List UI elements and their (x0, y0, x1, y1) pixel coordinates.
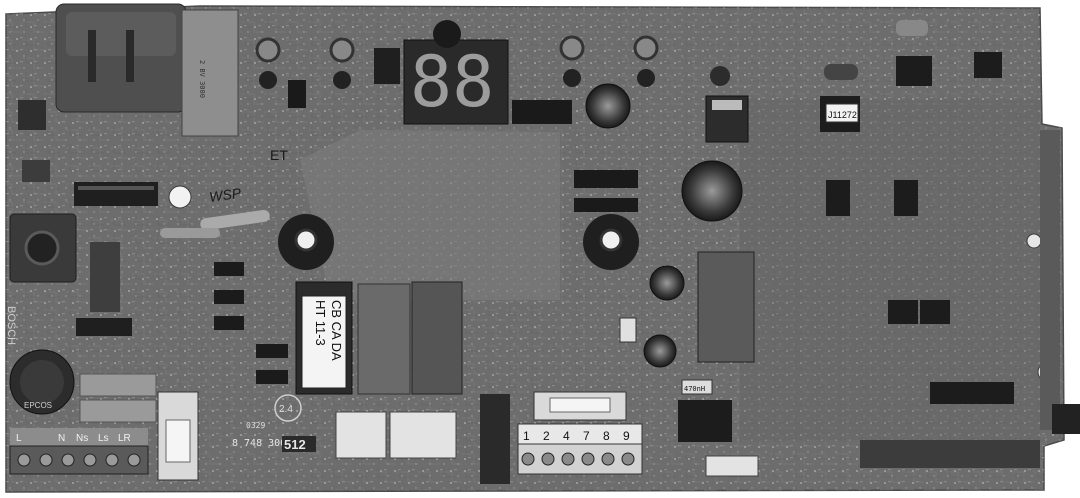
chip-sticker: J11272 (820, 96, 860, 132)
chip-label: J11272 (828, 110, 857, 120)
seven-segment-display: 88 (403, 39, 509, 125)
white-connectors (335, 394, 759, 484)
part-number: 8 748 300 (232, 438, 286, 449)
date-code: 0329 (246, 421, 265, 430)
mains-label-2: Ns (76, 433, 88, 444)
rev-marker: 2.4 (279, 404, 293, 415)
fuse-holder-right (533, 391, 627, 421)
epcos-label: EPCOS (24, 401, 52, 410)
regulator (705, 95, 749, 143)
potentiometers (278, 214, 639, 270)
sticker-line1: HT 11-3 (313, 300, 328, 346)
ics: 470nH (619, 20, 1014, 404)
num-label-4: 8 (603, 429, 610, 443)
mains-label-1: N (58, 433, 65, 444)
silkscreen-bosch: BOSCH (5, 306, 17, 345)
epcos-inductor: EPCOS (9, 349, 75, 415)
num-label-2: 4 (563, 429, 570, 443)
mains-label-0: L (16, 433, 22, 444)
mains-terminal-block: L N Ns Ls LR (9, 428, 149, 475)
fuse-holder-left (157, 391, 199, 481)
silkscreen-wsp: WSP (208, 185, 242, 205)
pin-headers (512, 100, 638, 212)
display-digits: 88 (410, 41, 494, 123)
resistor-code: 470nH (684, 385, 705, 393)
transformer: 2 BV 3000 (55, 3, 239, 137)
left-relays (79, 373, 157, 423)
svg-text:2 BV 3000: 2 BV 3000 (198, 60, 206, 98)
num-label-1: 2 (543, 429, 550, 443)
num-label-3: 7 (583, 429, 590, 443)
mains-label-4: LR (118, 433, 131, 444)
num-label-0: 1 (523, 429, 530, 443)
capacitors (585, 66, 743, 368)
left-components (9, 100, 288, 384)
numbered-terminal-block: 1 2 4 7 8 9 (517, 423, 643, 475)
edge-connector (860, 130, 1080, 468)
mains-label-3: Ls (98, 433, 109, 444)
silkscreen-et: ET (270, 147, 288, 163)
top-leds (255, 20, 659, 108)
silkscreen: ET WSP BOSCH 2.4 0329 8 748 300 512 (5, 147, 316, 452)
sticker: HT 11-3 CB CA DA (301, 295, 347, 389)
num-label-5: 9 (623, 429, 630, 443)
sticker-line2: CB CA DA (329, 300, 344, 361)
part-suffix: 512 (284, 437, 306, 452)
